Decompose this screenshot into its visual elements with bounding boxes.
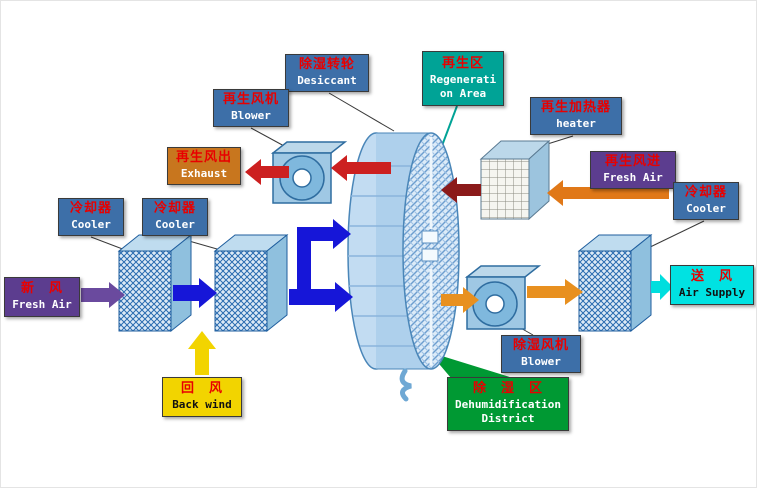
- label-back-wind-en: Back wind: [172, 398, 232, 412]
- cooler-right-unit: [577, 233, 653, 333]
- exhaust-arrow: [245, 159, 289, 185]
- cooler-link-arrow: [173, 278, 217, 308]
- label-dehumid-blower-en: Blower: [521, 355, 561, 369]
- label-cooler-right-en: Cooler: [686, 202, 726, 216]
- label-fresh-air: 新 风 Fresh Air: [4, 277, 80, 317]
- label-regen-fresh-air: 再生风进 Fresh Air: [590, 151, 676, 189]
- label-back-wind: 回 风 Back wind: [162, 377, 242, 417]
- label-cooler-left-zh: 冷却器: [69, 201, 112, 217]
- label-cooler-left: 冷却器 Cooler: [58, 198, 124, 236]
- label-regen-area-en1: Regenerati: [429, 72, 497, 86]
- dehumid-blower-unit: [464, 265, 542, 330]
- label-exhaust-en: Exhaust: [180, 167, 228, 181]
- dehumid-out-arrow: [441, 287, 479, 313]
- label-regen-heater: 再生加热器 heater: [530, 97, 622, 135]
- label-air-supply: 送 风 Air Supply: [670, 265, 754, 305]
- label-desiccant-zh: 除湿转轮: [298, 57, 355, 73]
- label-dehumid-blower: 除湿风机 Blower: [501, 335, 581, 373]
- label-regen-blower: 再生风机 Blower: [213, 89, 289, 127]
- label-cooler-mid-en: Cooler: [155, 218, 195, 232]
- flow-arrows: [81, 155, 673, 375]
- label-air-supply-zh: 送 风: [690, 269, 733, 285]
- label-regen-area: 再生区 Regenerati on Area: [422, 51, 504, 106]
- label-dehumid-district-en1: Dehumidification: [455, 398, 561, 412]
- label-regen-fresh-air-zh: 再生风进: [604, 154, 661, 170]
- label-exhaust: 再生风出 Exhaust: [167, 147, 241, 185]
- label-desiccant-en: Desiccant: [297, 74, 357, 88]
- regen-hot-air-arrow: [441, 177, 481, 203]
- label-exhaust-zh: 再生风出: [175, 150, 232, 166]
- label-back-wind-zh: 回 风: [180, 381, 223, 397]
- label-cooler-right-zh: 冷却器: [684, 185, 727, 201]
- fresh-air-arrow: [81, 282, 125, 308]
- label-regen-heater-zh: 再生加热器: [540, 100, 611, 116]
- back-wind-arrow: [188, 331, 216, 375]
- label-dehumid-district-zh: 除 湿 区: [472, 381, 543, 397]
- label-fresh-air-en: Fresh Air: [12, 298, 72, 312]
- label-cooler-right: 冷却器 Cooler: [673, 182, 739, 220]
- label-cooler-left-en: Cooler: [71, 218, 111, 232]
- label-regen-heater-en: heater: [556, 117, 596, 131]
- wheel-drain-curl: [399, 368, 412, 402]
- regen-heater-unit: [479, 139, 551, 221]
- label-regen-area-zh: 再生区: [441, 55, 484, 71]
- air-supply-arrow: [651, 274, 673, 300]
- label-dehumid-district-en2: District: [481, 412, 535, 426]
- label-cooler-mid: 冷却器 Cooler: [142, 198, 208, 236]
- label-dehumid-blower-zh: 除湿风机: [512, 338, 569, 354]
- label-regen-fresh-air-en: Fresh Air: [603, 171, 663, 185]
- label-regen-blower-zh: 再生风机: [222, 92, 279, 108]
- label-air-supply-en: Air Supply: [678, 286, 746, 300]
- cooler-mid-unit: [213, 233, 289, 333]
- label-dehumid-district: 除 湿 区 Dehumidification District: [447, 377, 569, 431]
- process-air-up-arrow: [297, 219, 351, 293]
- label-desiccant: 除湿转轮 Desiccant: [285, 54, 369, 92]
- blower-to-cooler-arrow: [527, 279, 583, 305]
- label-regen-blower-en: Blower: [231, 109, 271, 123]
- regen-fresh-air-arrow: [547, 180, 669, 206]
- cooler-left-unit: [117, 233, 193, 333]
- label-fresh-air-zh: 新 风: [20, 281, 63, 297]
- dehumid-district-pointer: [429, 352, 513, 378]
- label-cooler-mid-zh: 冷却器: [153, 201, 196, 217]
- label-regen-area-en2: on Area: [439, 86, 487, 100]
- regen-out-arrow: [331, 155, 391, 181]
